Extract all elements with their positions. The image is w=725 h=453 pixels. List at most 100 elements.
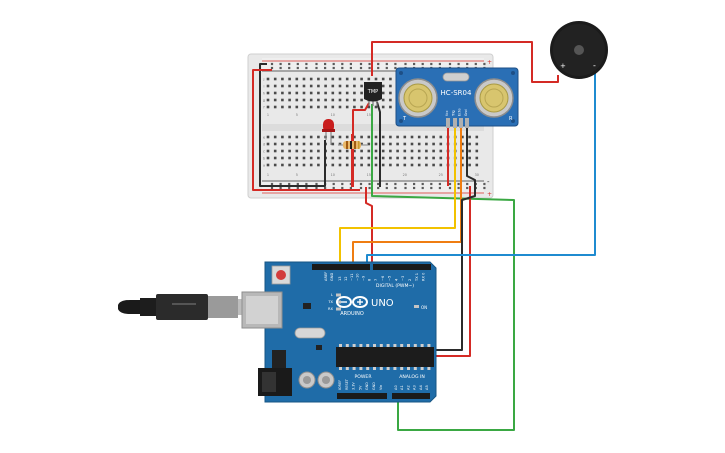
breadboard-hole[interactable]	[338, 142, 342, 146]
wire-orange-echo[interactable]	[352, 128, 462, 268]
breadboard-hole[interactable]	[266, 91, 270, 95]
rail-hole[interactable]	[349, 66, 352, 70]
rail-hole[interactable]	[438, 62, 441, 66]
breadboard-hole[interactable]	[389, 135, 392, 139]
rail-hole[interactable]	[385, 182, 388, 186]
breadboard-hole[interactable]	[374, 77, 378, 81]
breadboard-hole[interactable]	[331, 105, 335, 109]
breadboard-hole[interactable]	[295, 91, 299, 95]
breadboard-hole[interactable]	[317, 77, 320, 81]
breadboard-hole[interactable]	[425, 156, 428, 160]
breadboard-hole[interactable]	[367, 163, 371, 167]
breadboard-hole[interactable]	[295, 163, 299, 167]
breadboard-hole[interactable]	[331, 84, 335, 88]
breadboard-hole[interactable]	[288, 84, 291, 88]
breadboard-hole[interactable]	[295, 149, 299, 153]
breadboard-hole[interactable]	[381, 149, 385, 153]
rail-hole[interactable]	[279, 66, 282, 70]
breadboard-hole[interactable]	[273, 163, 277, 167]
breadboard-hole[interactable]	[302, 135, 306, 139]
breadboard-hole[interactable]	[468, 135, 471, 139]
breadboard-hole[interactable]	[374, 105, 378, 109]
breadboard-hole[interactable]	[367, 149, 371, 153]
breadboard-hole[interactable]	[302, 77, 306, 81]
rail-hole[interactable]	[457, 186, 460, 190]
digital-header-right[interactable]	[373, 264, 431, 270]
breadboard-hole[interactable]	[396, 135, 399, 139]
rail-hole[interactable]	[288, 182, 291, 186]
breadboard-hole[interactable]	[461, 163, 464, 167]
breadboard-hole[interactable]	[475, 156, 479, 160]
breadboard-hole[interactable]	[345, 105, 349, 109]
breadboard-hole[interactable]	[439, 156, 443, 160]
breadboard-hole[interactable]	[309, 156, 313, 160]
breadboard-hole[interactable]	[461, 135, 464, 139]
rail-hole[interactable]	[270, 66, 274, 70]
breadboard-hole[interactable]	[367, 142, 371, 146]
breadboard-hole[interactable]	[281, 105, 284, 109]
breadboard-hole[interactable]	[273, 135, 277, 139]
breadboard-hole[interactable]	[345, 149, 349, 153]
breadboard-hole[interactable]	[345, 77, 349, 81]
breadboard-hole[interactable]	[403, 163, 407, 167]
breadboard-hole[interactable]	[281, 163, 284, 167]
breadboard-hole[interactable]	[439, 149, 443, 153]
breadboard-hole[interactable]	[417, 163, 421, 167]
breadboard-hole[interactable]	[295, 98, 299, 102]
breadboard-hole[interactable]	[266, 142, 270, 146]
rail-hole[interactable]	[448, 62, 452, 66]
breadboard-hole[interactable]	[425, 142, 428, 146]
rail-hole[interactable]	[296, 182, 299, 186]
breadboard-hole[interactable]	[281, 149, 284, 153]
breadboard-hole[interactable]	[389, 156, 392, 160]
breadboard-hole[interactable]	[410, 149, 414, 153]
rail-hole[interactable]	[404, 186, 407, 190]
breadboard-hole[interactable]	[288, 77, 291, 81]
breadboard-hole[interactable]	[317, 84, 320, 88]
breadboard-hole[interactable]	[468, 163, 471, 167]
breadboard-hole[interactable]	[439, 135, 443, 139]
breadboard-hole[interactable]	[331, 149, 335, 153]
breadboard-hole[interactable]	[331, 156, 335, 160]
breadboard-hole[interactable]	[345, 163, 349, 167]
breadboard-hole[interactable]	[281, 98, 284, 102]
rail-hole[interactable]	[332, 66, 335, 70]
breadboard-hole[interactable]	[309, 84, 313, 88]
breadboard-hole[interactable]	[281, 135, 284, 139]
breadboard-hole[interactable]	[317, 105, 320, 109]
breadboard-hole[interactable]	[273, 149, 277, 153]
breadboard-hole[interactable]	[475, 142, 479, 146]
breadboard-hole[interactable]	[302, 156, 306, 160]
breadboard-hole[interactable]	[381, 156, 385, 160]
breadboard-hole[interactable]	[302, 98, 306, 102]
breadboard-hole[interactable]	[367, 105, 371, 109]
reset-button[interactable]	[271, 265, 291, 285]
rail-hole[interactable]	[394, 182, 397, 186]
rail-hole[interactable]	[466, 186, 469, 190]
breadboard-hole[interactable]	[389, 142, 392, 146]
breadboard-hole[interactable]	[331, 142, 335, 146]
breadboard-hole[interactable]	[317, 91, 320, 95]
rail-hole[interactable]	[296, 62, 299, 66]
breadboard-hole[interactable]	[461, 142, 464, 146]
breadboard-hole[interactable]	[367, 77, 371, 81]
breadboard-hole[interactable]	[360, 142, 363, 146]
breadboard-hole[interactable]	[374, 163, 378, 167]
breadboard-hole[interactable]	[273, 77, 277, 81]
breadboard-hole[interactable]	[475, 163, 479, 167]
breadboard-hole[interactable]	[389, 105, 392, 109]
breadboard-hole[interactable]	[309, 163, 313, 167]
rail-hole[interactable]	[332, 182, 335, 186]
breadboard-hole[interactable]	[288, 98, 291, 102]
breadboard-hole[interactable]	[324, 77, 327, 81]
rail-hole[interactable]	[394, 66, 397, 70]
breadboard-hole[interactable]	[345, 156, 349, 160]
breadboard-hole[interactable]	[345, 98, 349, 102]
breadboard-hole[interactable]	[360, 91, 363, 95]
breadboard-hole[interactable]	[381, 98, 385, 102]
breadboard-hole[interactable]	[331, 135, 335, 139]
resistor[interactable]	[338, 141, 368, 149]
rail-hole[interactable]	[421, 182, 424, 186]
breadboard-hole[interactable]	[461, 149, 464, 153]
breadboard-hole[interactable]	[353, 98, 356, 102]
